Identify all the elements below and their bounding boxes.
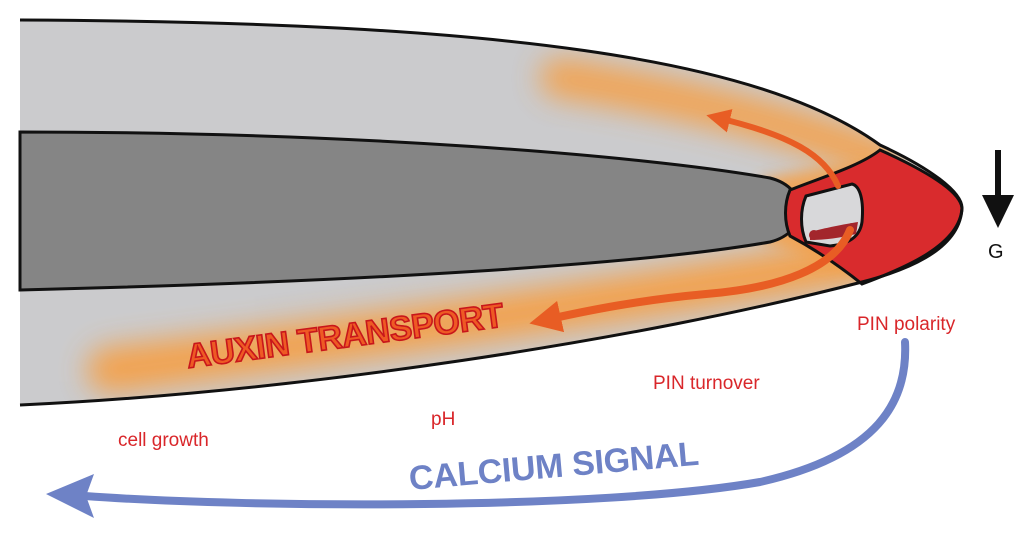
cell-growth-label: cell growth <box>118 430 209 451</box>
root-outline <box>19 18 964 407</box>
root-cap <box>784 148 964 286</box>
auxin-arrow-upper <box>706 109 841 189</box>
calcium-arrow <box>81 338 910 509</box>
gravity-arrow <box>982 150 1014 228</box>
calcium-arrowhead <box>46 474 94 518</box>
auxin-arrow-lower <box>529 226 854 333</box>
ph-label: pH <box>431 409 455 430</box>
gravity-label: G <box>988 241 1004 263</box>
pin-polarity-label: PIN polarity <box>857 314 956 335</box>
pin-turnover-label: PIN turnover <box>653 373 760 394</box>
calcium-signal-label: CALCIUM SIGNAL <box>407 435 700 498</box>
